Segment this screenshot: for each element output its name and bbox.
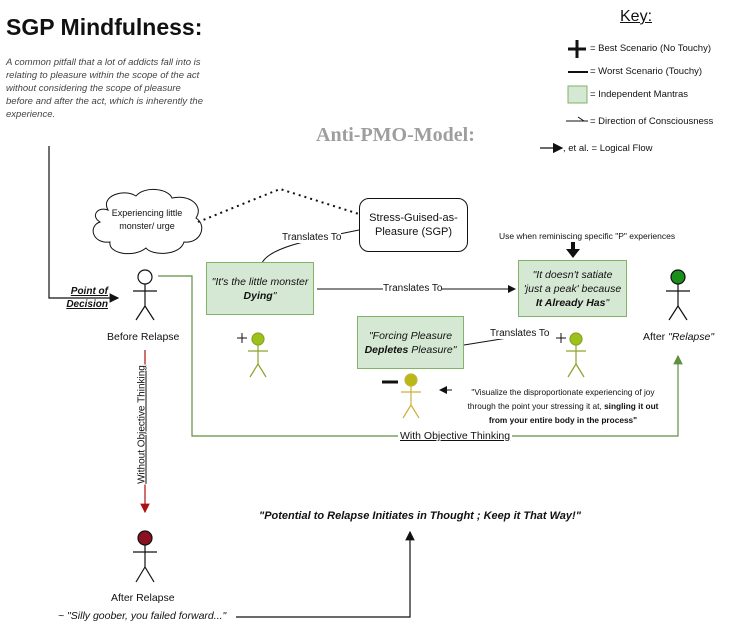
mantra-satiate-prefix: "It doesn't satiate 'just a peak' becaus… xyxy=(523,268,622,295)
use-when-arrowhead xyxy=(566,249,580,258)
visualize-line-2a: through the point your stressing it at, xyxy=(467,401,605,411)
key-direction-icon xyxy=(566,116,588,122)
urge-cloud-label: Experiencing little monster/ urge xyxy=(111,208,183,231)
mantra-satiate-bold: It Already Has xyxy=(535,296,606,309)
dying-figure-plus-icon xyxy=(237,333,247,343)
mantra-dying-bold: Dying xyxy=(243,289,273,302)
model-title: Anti-PMO-Model: xyxy=(316,124,475,146)
key-worst-label: = Worst Scenario (Touchy) xyxy=(590,66,703,77)
mantra-forcing-box: "Forcing Pleasure Depletes Pleasure" xyxy=(357,316,464,369)
mantra-dying-box: "It's the little monster Dying" xyxy=(206,262,314,315)
after-relapse-label: After Relapse xyxy=(111,592,175,604)
visualize-line-3: from your entire body in the process" xyxy=(488,415,638,425)
after-quoted-relapse-label: After "Relapse" xyxy=(643,331,715,343)
dying-figure xyxy=(248,332,268,378)
sgp-box: Stress-Guised-as-Pleasure (SGP) xyxy=(359,198,468,252)
after-relapse-figure xyxy=(133,530,157,583)
mantra-forcing-prefix: "Forcing Pleasure xyxy=(368,329,453,342)
visualize-line-1: "Visualize the disproportionate experien… xyxy=(471,387,655,397)
intro-text: A common pitfall that a lot of addicts f… xyxy=(6,57,203,120)
translates-to-label-1: Translates To xyxy=(282,232,342,243)
visualize-line-2b: singling it out xyxy=(604,401,659,411)
key-logical-label: , et al. = Logical Flow xyxy=(563,143,653,154)
potential-quote: "Potential to Relapse Initiates in Thoug… xyxy=(259,510,581,522)
sgp-box-label: Stress-Guised-as-Pleasure (SGP) xyxy=(369,212,458,238)
silly-to-potential-arrow xyxy=(236,530,415,618)
without-objective-label: Without Objective Thinking xyxy=(136,364,148,485)
key-plus-icon xyxy=(568,40,586,58)
satiate-figure-plus-icon xyxy=(556,333,566,343)
dying-to-sgp-line xyxy=(261,229,360,264)
with-objective-label: With Objective Thinking xyxy=(398,430,513,442)
urge-cloud-shape xyxy=(92,189,203,255)
key-mantras-label: = Independent Mantras xyxy=(590,89,688,100)
mantra-satiate-suffix: " xyxy=(605,296,610,309)
before-relapse-figure xyxy=(133,269,157,321)
intro-flow-line xyxy=(48,146,120,303)
cloud-to-sgp-dotted xyxy=(197,187,360,223)
objective-path xyxy=(158,275,683,437)
key-best-label: = Best Scenario (No Touchy) xyxy=(590,43,712,54)
page-title: SGP Mindfulness: xyxy=(6,14,203,40)
key-direction-label: = Direction of Consciousness xyxy=(590,116,714,127)
silly-quote: ~ "Silly goober, you failed forward..." xyxy=(58,610,227,622)
mantra-dying-suffix: " xyxy=(272,289,277,302)
use-when-note: Use when reminiscing specific "P" experi… xyxy=(499,231,676,241)
after-quoted-relapse-figure xyxy=(666,269,690,321)
before-relapse-label: Before Relapse xyxy=(107,331,180,343)
mantra-dying-prefix: "It's the little monster xyxy=(211,275,309,288)
translates-to-label-3: Translates To xyxy=(490,328,550,339)
point-of-decision-label: Point of Decision xyxy=(66,286,108,310)
mantra-satiate-box: "It doesn't satiate 'just a peak' becaus… xyxy=(518,260,627,317)
visualize-note: "Visualize the disproportionate experien… xyxy=(438,385,688,427)
key-mantra-swatch xyxy=(567,85,588,104)
satiate-figure xyxy=(566,332,586,378)
mantra-forcing-bold: Depletes xyxy=(364,343,409,356)
translates-to-label-2: Translates To xyxy=(383,283,443,294)
mantra-forcing-suffix: Pleasure" xyxy=(408,343,457,356)
key-title: Key: xyxy=(620,8,653,25)
forcing-figure xyxy=(401,373,421,419)
